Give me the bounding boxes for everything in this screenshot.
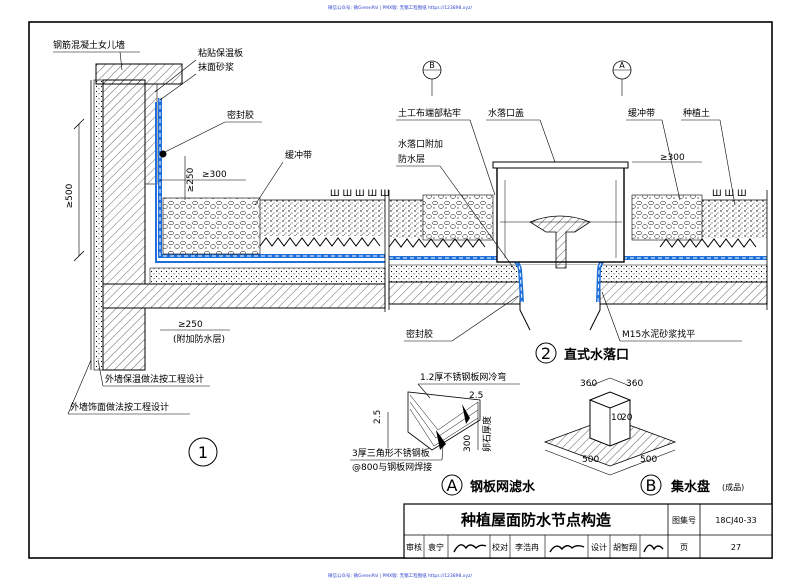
gravel-left	[422, 194, 494, 241]
label-buffer-belt-2: 缓冲带	[628, 107, 655, 119]
dim-a-2-5a: 2.5	[373, 410, 383, 424]
detail-b-title: 集水盘	[670, 479, 710, 495]
svg-text:设计: 设计	[591, 542, 607, 552]
dim-ge250-h: ≥250	[178, 320, 203, 330]
reviewer-signature	[453, 544, 487, 553]
triangle-plate	[436, 430, 446, 450]
label-m15: M15水泥砂浆找平	[622, 328, 695, 340]
screed-layer	[149, 267, 386, 285]
drain-strainer	[529, 215, 591, 269]
svg-text:校对: 校对	[492, 542, 508, 552]
gravel-strip	[162, 197, 261, 255]
roof-slab	[102, 283, 386, 309]
detail-b: 360 360 10 20 500 500 B 集水盘 (成品)	[543, 377, 744, 496]
drainage-board	[259, 237, 381, 247]
label-weld: @800与钢板网焊接	[352, 461, 432, 473]
label-plaster: 抹面砂浆	[198, 61, 234, 73]
checker-name: 李浩冉	[515, 542, 539, 552]
label-parapet: 钢筋混凝土女儿墙	[53, 39, 125, 51]
svg-text:Ш Ш Ш: Ш Ш Ш	[712, 189, 747, 199]
outer-wall-insulation	[93, 79, 104, 371]
planting-soil-2	[702, 200, 767, 238]
label-drain-cover: 水落口盖	[488, 107, 524, 119]
dim-ge500: ≥500	[65, 183, 75, 208]
dim-ge300-2: ≥300	[660, 153, 685, 163]
dim-b-500b: 500	[640, 455, 657, 465]
title-block: 种植屋面防水节点构造 图集号 18CJ40-33 审核 袁宁 校对 李浩冉 设计…	[403, 503, 773, 559]
label-insulation-board: 粘贴保温板	[198, 47, 243, 59]
label-geotextile: 土工布端部粘牢	[398, 107, 461, 119]
detail-1-marker	[188, 437, 218, 467]
detail-2-number: 2	[541, 344, 551, 363]
svg-text:A: A	[619, 61, 625, 70]
checker-signature	[549, 545, 585, 553]
drawing-frame	[28, 21, 773, 559]
label-sealant-2: 密封胶	[406, 328, 433, 340]
detail-2: B A Ш Ш Ш	[388, 60, 768, 364]
detail-2-title: 直式水落口	[564, 347, 629, 363]
parapet-coping	[95, 63, 183, 85]
watermark-top: 微信公众号: 微GreenPal | PMX版: 无锡工程图纸 https://…	[328, 4, 472, 11]
label-planting-soil: 种植土	[683, 107, 710, 119]
detail-a-marker	[441, 474, 463, 496]
dim-a-300: 300	[463, 435, 473, 452]
label-drain-extra-2: 防水层	[398, 153, 425, 165]
detail-a-title: 钢板网滤水	[470, 479, 536, 495]
dim-b-360b: 360	[626, 379, 643, 389]
detail-2-marker	[535, 342, 557, 364]
gravel-right	[631, 194, 703, 241]
page-number: 27	[731, 543, 741, 552]
label-ext-finish: 外墙饰面做法按工程设计	[70, 401, 169, 413]
label-mesh: 1.2厚不锈钢板网冷弯	[420, 371, 506, 383]
sheet-title: 种植屋面防水节点构造	[460, 511, 611, 529]
label-buffer-belt-1: 缓冲带	[285, 149, 312, 161]
dim-b-500a: 500	[582, 455, 599, 465]
dim-b-20: 20	[621, 413, 633, 423]
svg-text:审核: 审核	[406, 542, 422, 552]
label-plate: 3厚三角形不锈钢板	[352, 447, 430, 459]
dim-ge300: ≥300	[202, 170, 227, 180]
reviewer-name: 袁宁	[428, 542, 444, 552]
designer-signature	[643, 544, 664, 553]
wall-below	[102, 307, 146, 371]
sealant-bead	[159, 150, 167, 158]
designer-name: 胡智翔	[613, 542, 637, 552]
label-extra-layer: (附加防水层)	[173, 333, 225, 345]
svg-text:Ш Ш Ш Ш Ш: Ш Ш Ш Ш Ш	[330, 189, 390, 199]
dim-a-2-5b: 2.5	[469, 391, 483, 401]
label-gravel-thickness: 卵石厚度	[481, 416, 493, 452]
svg-text:B: B	[429, 61, 435, 70]
atlas-label: 图集号	[672, 515, 696, 525]
label-ext-insulation: 外墙保温做法按工程设计	[105, 373, 204, 385]
detail-1-number: 1	[198, 443, 208, 462]
detail-b-letter: B	[646, 476, 657, 495]
label-drain-extra: 水落口附加	[398, 138, 443, 150]
dim-b-360a: 360	[580, 379, 597, 389]
svg-text:页: 页	[680, 543, 688, 552]
detail-a-letter: A	[447, 476, 458, 495]
atlas-number: 18CJ40-33	[715, 516, 756, 525]
detail-1: Ш Ш Ш Ш Ш 钢筋混凝土女儿墙 粘贴保温板 抹面砂浆 密封胶 缓冲带 (附…	[53, 39, 390, 467]
planting-soil	[260, 200, 385, 236]
detail-a: 2.5 2.5 300 卵石厚度 1.2厚不锈钢板网冷弯 3厚三角形不锈钢板 @…	[350, 371, 536, 496]
label-sealant-1: 密封胶	[227, 109, 254, 121]
watermark-bottom: 微信公众号: 微GreenPal | PMX版: 无锡工程图纸 https://…	[328, 572, 472, 579]
detail-b-marker	[640, 474, 662, 496]
parapet-wall	[102, 79, 146, 285]
dim-b-10: 10	[611, 413, 623, 423]
detail-b-subtitle: (成品)	[722, 482, 744, 492]
